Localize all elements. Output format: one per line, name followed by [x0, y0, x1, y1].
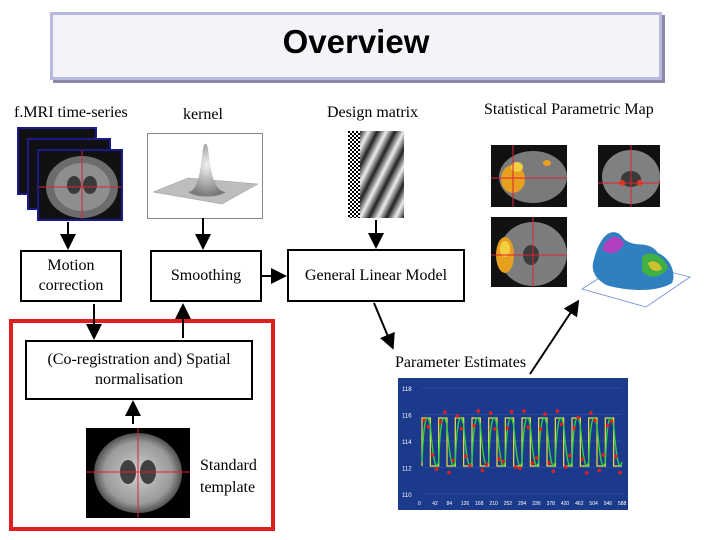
data-point — [463, 454, 468, 459]
data-point — [459, 426, 464, 431]
design-matrix-image — [348, 131, 404, 218]
data-point — [501, 459, 506, 464]
data-point — [434, 467, 439, 472]
arrow-params-to-spm — [529, 299, 580, 375]
smoothing-box: Smoothing — [150, 250, 262, 302]
data-point — [472, 423, 476, 428]
data-point — [526, 425, 531, 430]
data-point — [584, 471, 589, 475]
data-point — [601, 453, 606, 457]
data-point — [568, 453, 572, 458]
fitted-series-line — [421, 417, 623, 467]
data-point — [555, 409, 560, 414]
data-point — [455, 414, 460, 418]
data-point — [543, 412, 547, 416]
spm-sagittal — [489, 143, 569, 209]
data-point — [447, 470, 451, 475]
data-point — [551, 469, 556, 474]
data-point — [572, 426, 576, 430]
x-tick-label: 42 — [432, 501, 438, 507]
motion-correction-box: Motion correction — [20, 250, 122, 302]
data-point — [563, 465, 568, 469]
parameter-estimates-label: Parameter Estimates — [395, 354, 527, 371]
data-point — [518, 466, 522, 471]
parameter-estimates-chart: 118 116 114 112 110 0 42 84 126 168 210 252 294 336 37… — [398, 378, 628, 510]
motion-correction-text: Motion correction — [38, 257, 104, 294]
data-point — [605, 423, 610, 428]
spm-coronal — [596, 143, 662, 209]
data-point — [509, 409, 514, 414]
data-point — [593, 418, 597, 423]
y-tick-label: 114 — [402, 440, 412, 446]
data-point — [618, 470, 622, 475]
data-point — [609, 419, 614, 424]
data-point — [576, 415, 581, 420]
data-point — [468, 463, 472, 468]
coregistration-box: (Co-registration and) Spatial normalisat… — [25, 340, 253, 400]
y-tick-label: 116 — [402, 414, 412, 420]
x-tick-label: 336 — [532, 501, 541, 507]
design-series-line — [421, 417, 622, 467]
smoothing-text: Smoothing — [170, 267, 242, 284]
x-tick-label: 210 — [489, 501, 498, 507]
data-point — [488, 411, 493, 415]
data-point — [597, 468, 601, 473]
data-point — [497, 457, 501, 462]
coregistration-text: (Co-registration and) Spatial normalisat… — [47, 351, 231, 388]
x-tick-label: 84 — [447, 501, 453, 507]
spm-label: Statistical Parametric Map — [484, 101, 654, 118]
data-point — [513, 465, 518, 469]
data-point — [430, 453, 435, 457]
glm-box: General Linear Model — [287, 249, 465, 302]
data-point — [480, 468, 485, 473]
data-point — [530, 461, 535, 465]
x-tick-label: 294 — [518, 501, 527, 507]
x-tick-label: 126 — [461, 501, 470, 507]
data-point — [451, 458, 455, 463]
data-point — [538, 427, 543, 431]
x-tick-label: 462 — [575, 501, 584, 507]
parameter-estimates-plot: 118 116 114 112 110 0 42 84 126 168 210 252 294 336 37… — [402, 387, 627, 507]
fmri-slice-front — [37, 149, 123, 221]
data-point — [614, 454, 618, 459]
data-point — [426, 424, 430, 429]
x-tick-label: 0 — [418, 501, 421, 507]
data-point — [493, 427, 497, 431]
glm-text: General Linear Model — [304, 266, 448, 284]
standard-template-image — [86, 428, 190, 518]
y-tick-label: 112 — [402, 467, 412, 473]
y-tick-label: 118 — [402, 387, 412, 393]
standard-template-label: Standard template — [200, 457, 257, 496]
data-point — [443, 410, 447, 414]
data-point — [547, 461, 551, 465]
y-tick-label: 110 — [402, 493, 412, 499]
x-tick-label: 504 — [589, 501, 598, 507]
data-point — [580, 457, 585, 461]
x-tick-label: 378 — [547, 501, 556, 507]
title-box: Overview — [50, 12, 662, 80]
data-point — [476, 409, 481, 413]
x-tick-label: 588 — [618, 501, 627, 507]
x-tick-label: 546 — [604, 501, 613, 507]
data-point — [534, 456, 539, 460]
fmri-label: f.MRI time-series — [14, 104, 128, 121]
page-title: Overview — [282, 23, 430, 60]
x-tick-label: 252 — [504, 501, 513, 507]
design-matrix-label: Design matrix — [327, 104, 419, 121]
data-point — [505, 426, 510, 430]
spm-axial — [489, 215, 569, 289]
data-point — [422, 418, 426, 422]
data-point — [438, 420, 443, 424]
kernel-label: kernel — [183, 106, 223, 123]
data-point — [589, 411, 593, 415]
arrow-glm-to-params — [373, 302, 395, 350]
data-point — [484, 462, 489, 467]
data-point — [522, 409, 526, 414]
kernel-image — [147, 133, 263, 219]
data-point — [559, 422, 564, 427]
x-tick-label: 168 — [475, 501, 484, 507]
x-tick-label: 420 — [561, 501, 570, 507]
normalisation-frame — [9, 319, 275, 531]
spm-3d-surface — [576, 219, 694, 311]
